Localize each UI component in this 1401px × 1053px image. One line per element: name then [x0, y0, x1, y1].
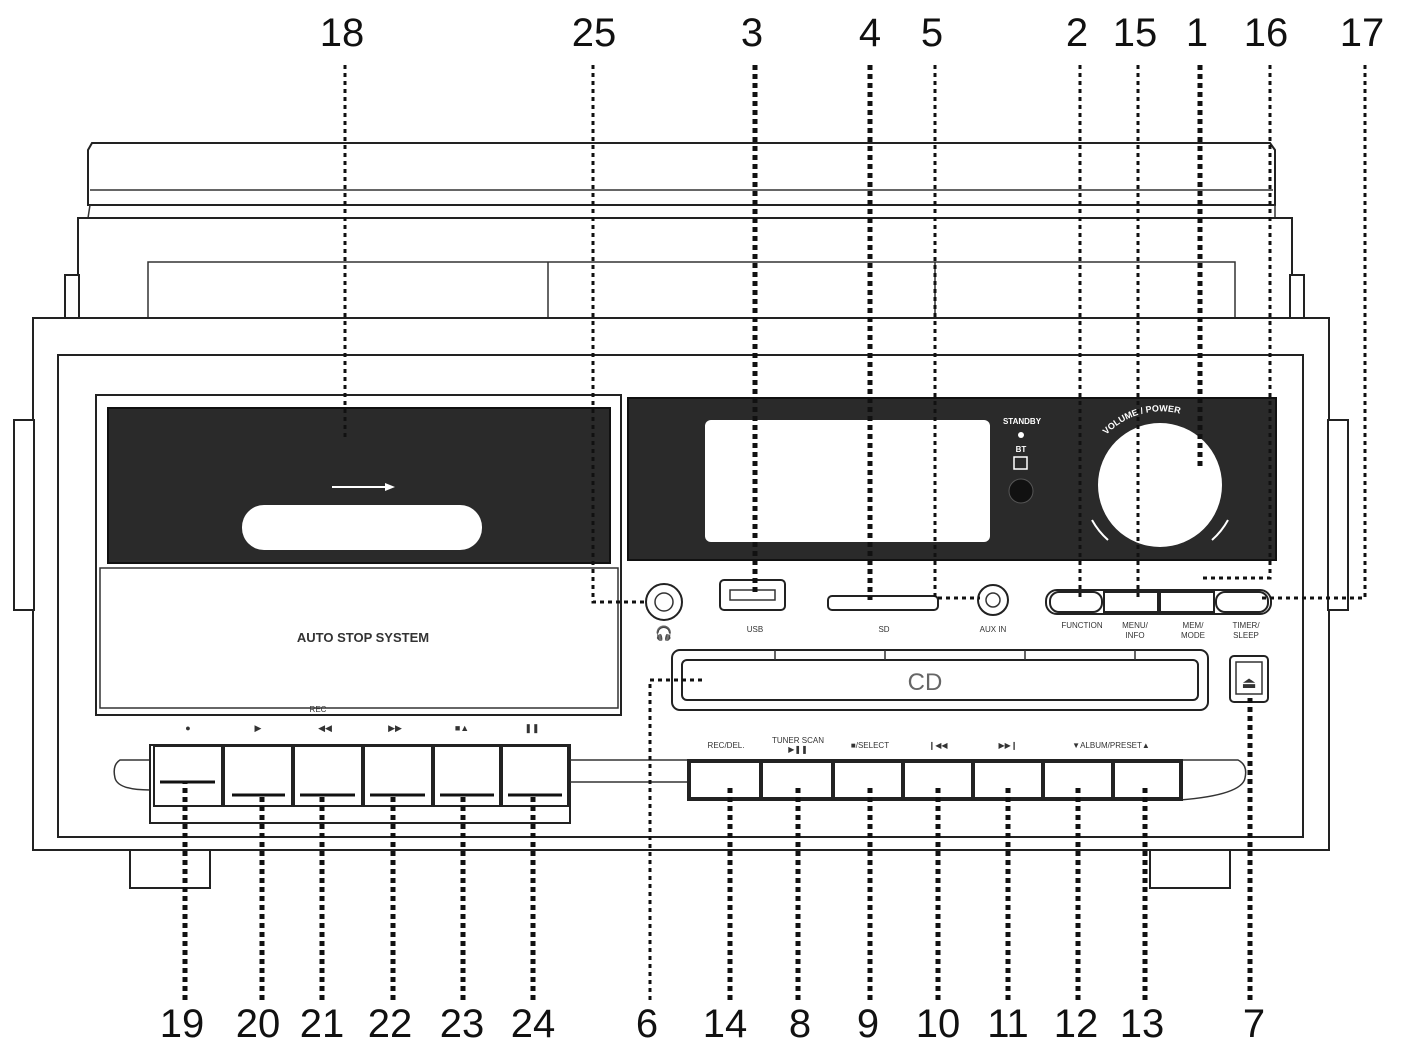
callout-20: 20 — [236, 1002, 281, 1046]
callout-18: 18 — [320, 11, 365, 55]
lcd-display — [705, 420, 990, 542]
cd-label: CD — [908, 669, 943, 696]
album-preset-label: ▼ALBUM/PRESET▲ — [1072, 741, 1150, 750]
sd-slot[interactable] — [827, 595, 939, 611]
callout-12: 12 — [1054, 1002, 1099, 1046]
pause-icon: ❚❚ — [524, 723, 539, 734]
callout-19: 19 — [160, 1002, 205, 1046]
callout-21: 21 — [300, 1002, 345, 1046]
callout-22: 22 — [368, 1002, 413, 1046]
bt-label: BT — [1016, 445, 1027, 454]
leader-lines — [182, 65, 1367, 1000]
function-button[interactable] — [1049, 591, 1103, 613]
callout-6: 6 — [636, 1002, 658, 1046]
record-icon: ● — [185, 723, 190, 733]
callout-16: 16 — [1244, 11, 1289, 55]
skip-back-icon: ❙◀◀ — [928, 741, 948, 750]
skip-forward-icon: ▶▶❙ — [998, 741, 1017, 750]
play-icon: ▶ — [255, 723, 262, 733]
tuner-scan-label: TUNER SCAN — [772, 736, 824, 745]
stop-eject-icon: ■▲ — [455, 723, 469, 733]
usb-label: USB — [747, 625, 763, 634]
callout-7: 7 — [1243, 1002, 1265, 1046]
remote-sensor — [1008, 478, 1034, 504]
callout-4: 4 — [859, 11, 881, 55]
cassette-ff-button[interactable] — [363, 745, 433, 807]
menu-info-label-2: INFO — [1125, 631, 1144, 640]
mem-mode-label-1: MEM/ — [1183, 621, 1205, 630]
callout-3: 3 — [741, 11, 763, 55]
bottom-callouts: 19 20 21 22 23 24 6 14 8 9 10 11 12 13 7 — [160, 1002, 1265, 1046]
cd-section: CD ⏏ — [671, 649, 1269, 711]
rewind-icon: ◀◀ — [318, 723, 332, 733]
callout-5: 5 — [921, 11, 943, 55]
callout-17: 17 — [1340, 11, 1385, 55]
standby-label: STANDBY — [1003, 417, 1042, 426]
callout-23: 23 — [440, 1002, 485, 1046]
cassette-rewind-button[interactable] — [293, 745, 363, 807]
rec-del-button[interactable] — [689, 761, 761, 799]
callout-10: 10 — [916, 1002, 961, 1046]
timer-sleep-label-1: TIMER/ — [1232, 621, 1260, 630]
callout-1: 1 — [1186, 11, 1208, 55]
eject-icon: ⏏ — [1241, 675, 1256, 692]
display-panel: STANDBY BT VOLUME / POWER — [627, 397, 1277, 561]
sd-label: SD — [878, 625, 889, 634]
cassette-buttons: ● ▶ ◀◀ ▶▶ ■▲ ❚❚ REC — [113, 705, 571, 824]
callout-25: 25 — [572, 11, 617, 55]
function-label: FUNCTION — [1061, 621, 1103, 630]
timer-sleep-label-2: SLEEP — [1233, 631, 1259, 640]
headphone-icon: 🎧 — [655, 625, 672, 642]
cassette-deck: AUTO STOP SYSTEM — [95, 394, 622, 716]
function-buttons: FUNCTION MENU/ INFO MEM/ MODE TIMER/ SLE… — [1045, 589, 1272, 640]
turntable-lid — [64, 142, 1305, 319]
cassette-record-button[interactable] — [153, 745, 223, 807]
cassette-play-button[interactable] — [223, 745, 293, 807]
menu-info-label-1: MENU/ — [1122, 621, 1149, 630]
callout-9: 9 — [857, 1002, 879, 1046]
volume-power-knob[interactable] — [1098, 423, 1222, 547]
play-pause-icon: ▶❚❚ — [788, 745, 808, 754]
standby-led — [1018, 432, 1024, 438]
callout-13: 13 — [1120, 1002, 1165, 1046]
cassette-stop-button[interactable] — [433, 745, 501, 807]
bluetooth-icon — [1013, 456, 1028, 470]
callout-24: 24 — [511, 1002, 556, 1046]
mem-mode-label-2: MODE — [1181, 631, 1205, 640]
callout-8: 8 — [789, 1002, 811, 1046]
callout-15: 15 — [1113, 11, 1158, 55]
top-callouts: 18 25 3 4 5 2 15 1 16 17 — [320, 11, 1385, 55]
auto-stop-label: AUTO STOP SYSTEM — [297, 630, 429, 645]
timer-sleep-button[interactable] — [1215, 591, 1269, 613]
select-label: ■/SELECT — [851, 741, 889, 750]
ports-row: 🎧 USB SD AUX IN — [645, 579, 1009, 642]
menu-info-button[interactable] — [1103, 591, 1159, 613]
mem-mode-button[interactable] — [1159, 591, 1215, 613]
headphone-jack[interactable] — [645, 583, 683, 621]
aux-in-label: AUX IN — [980, 625, 1007, 634]
fast-forward-icon: ▶▶ — [388, 723, 402, 733]
rec-tiny-label: REC — [310, 705, 327, 714]
callout-2: 2 — [1066, 11, 1088, 55]
rec-del-label: REC/DEL. — [708, 741, 745, 750]
cassette-window — [242, 505, 482, 550]
aux-in-jack[interactable] — [977, 584, 1009, 616]
callout-14: 14 — [703, 1002, 748, 1046]
callout-11: 11 — [987, 1002, 1029, 1046]
